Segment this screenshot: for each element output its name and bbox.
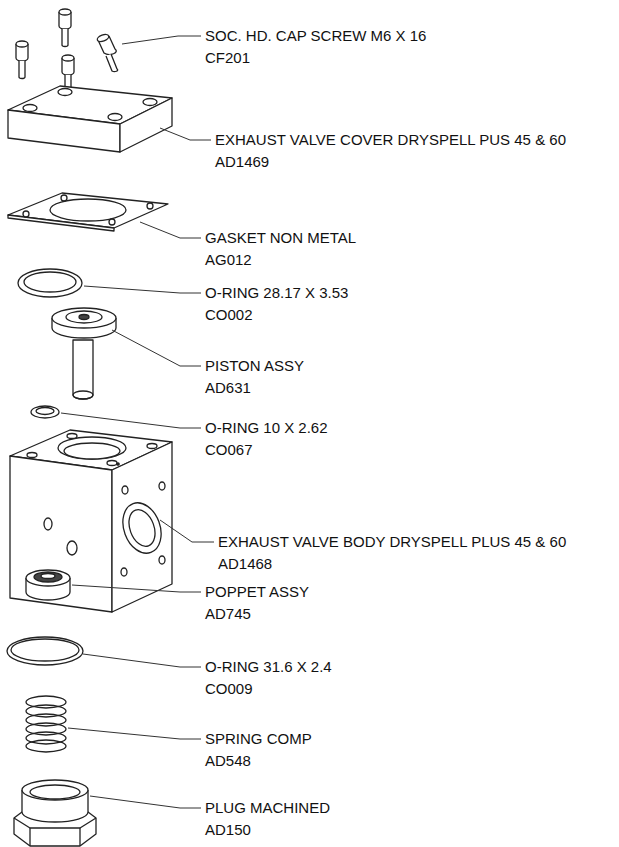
leader-line (61, 36, 214, 808)
valve-body (10, 430, 172, 612)
part-name: EXHAUST VALVE COVER DRYSPELL PUS 45 & 60 (215, 131, 566, 149)
part-number: CO009 (205, 680, 253, 698)
part-name: GASKET NON METAL (205, 229, 356, 247)
poppet (26, 570, 70, 600)
part-number: CO002 (205, 306, 253, 324)
part-number: AD1468 (218, 555, 272, 573)
part-number: AD1469 (215, 153, 269, 171)
part-number: CO067 (205, 441, 253, 459)
part-number: AD548 (205, 752, 251, 770)
part-number: AD150 (205, 821, 251, 839)
cap-screw (16, 9, 118, 95)
spring (26, 696, 66, 752)
part-number: AG012 (205, 251, 252, 269)
part-name: EXHAUST VALVE BODY DRYSPELL PLUS 45 & 60 (218, 533, 566, 551)
part-number: CF201 (205, 49, 250, 67)
part-name: O-RING 10 X 2.62 (205, 419, 328, 437)
part-name: SPRING COMP (205, 730, 312, 748)
valve-cover (8, 86, 172, 152)
plug (14, 780, 96, 846)
o-ring (18, 269, 82, 297)
part-name: PLUG MACHINED (205, 799, 330, 817)
gasket (8, 193, 168, 231)
piston (52, 308, 116, 399)
part-name: SOC. HD. CAP SCREW M6 X 16 (205, 27, 426, 45)
part-name: POPPET ASSY (205, 583, 309, 601)
part-name: O-RING 28.17 X 3.53 (205, 284, 348, 302)
part-number: AD745 (205, 605, 251, 623)
part-name: O-RING 31.6 X 2.4 (205, 658, 332, 676)
part-name: PISTON ASSY (205, 357, 304, 375)
o-ring (31, 406, 59, 418)
o-ring (7, 637, 83, 665)
part-number: AD631 (205, 379, 251, 397)
